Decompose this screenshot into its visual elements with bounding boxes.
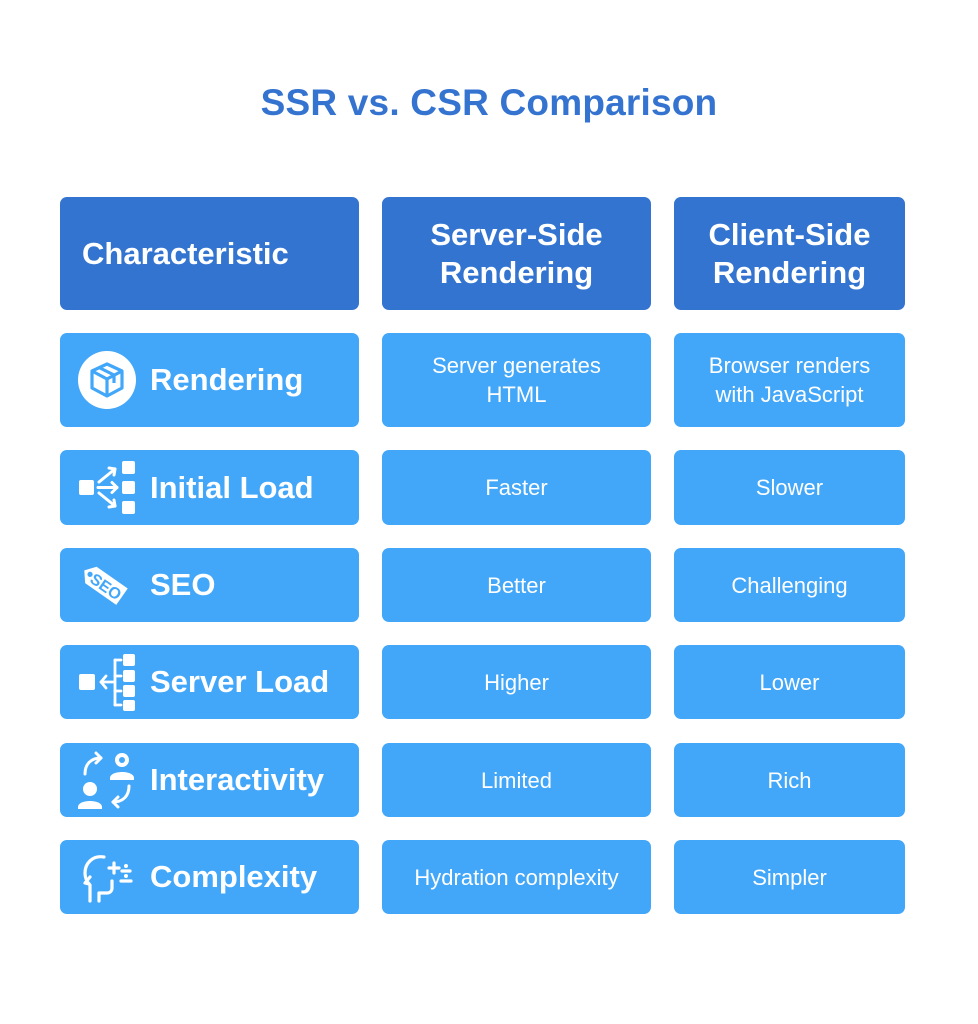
row-label-initial-load: Initial Load: [60, 450, 359, 525]
header-ssr-line2: Rendering: [439, 254, 594, 290]
header-characteristic: Characteristic: [60, 197, 359, 310]
csr-complexity-cell: Simpler: [674, 840, 905, 914]
csr-initial-load-cell: Slower: [674, 450, 905, 525]
row-label-rendering: Rendering: [60, 333, 359, 427]
header-characteristic-label: Characteristic: [82, 235, 289, 271]
row-label-complexity: Complexity: [60, 840, 359, 914]
user-exchange-icon: [76, 749, 138, 811]
header-csr: Client-Side Rendering: [674, 197, 905, 310]
row-label-text: Server Load: [150, 664, 330, 699]
csr-rendering-line1: Browser renders: [708, 353, 871, 378]
head-math-icon: [76, 846, 138, 908]
ssr-rendering-line2: HTML: [486, 382, 547, 407]
ssr-server-load-cell: Higher: [382, 645, 651, 719]
ssr-rendering-line1: Server generates: [432, 353, 601, 378]
row-label-text: Rendering: [150, 362, 304, 397]
csr-seo-cell: Challenging: [674, 548, 905, 622]
row-label-text: SEO: [150, 567, 216, 602]
ssr-seo-cell: Better: [382, 548, 651, 622]
ssr-rendering-cell: Server generates HTML: [382, 333, 651, 427]
header-ssr: Server-Side Rendering: [382, 197, 651, 310]
csr-interactivity-cell: Rich: [674, 743, 905, 817]
row-label-server-load: Server Load: [60, 645, 359, 719]
ssr-complexity-cell: Hydration complexity: [382, 840, 651, 914]
cube-icon: [76, 349, 138, 411]
row-label-text: Initial Load: [150, 469, 314, 505]
seo-tag-icon: SEO: [76, 554, 138, 616]
csr-rendering-cell: Browser renders with JavaScript: [674, 333, 905, 427]
ssr-initial-load-cell: Faster: [382, 450, 651, 525]
row-label-interactivity: Interactivity: [60, 743, 359, 817]
header-csr-line2: Rendering: [712, 254, 867, 290]
header-ssr-line1: Server-Side: [430, 216, 603, 252]
flow-arrows-icon: [76, 457, 138, 519]
row-label-seo: SEO SEO: [60, 548, 359, 622]
page-title: SSR vs. CSR Comparison: [260, 82, 718, 123]
branch-hierarchy-icon: [76, 651, 138, 713]
row-label-text: Interactivity: [150, 762, 325, 797]
row-label-text: Complexity: [150, 859, 318, 894]
csr-rendering-line2: with JavaScript: [715, 382, 864, 407]
ssr-interactivity-cell: Limited: [382, 743, 651, 817]
header-csr-line1: Client-Side: [708, 216, 871, 252]
csr-server-load-cell: Lower: [674, 645, 905, 719]
